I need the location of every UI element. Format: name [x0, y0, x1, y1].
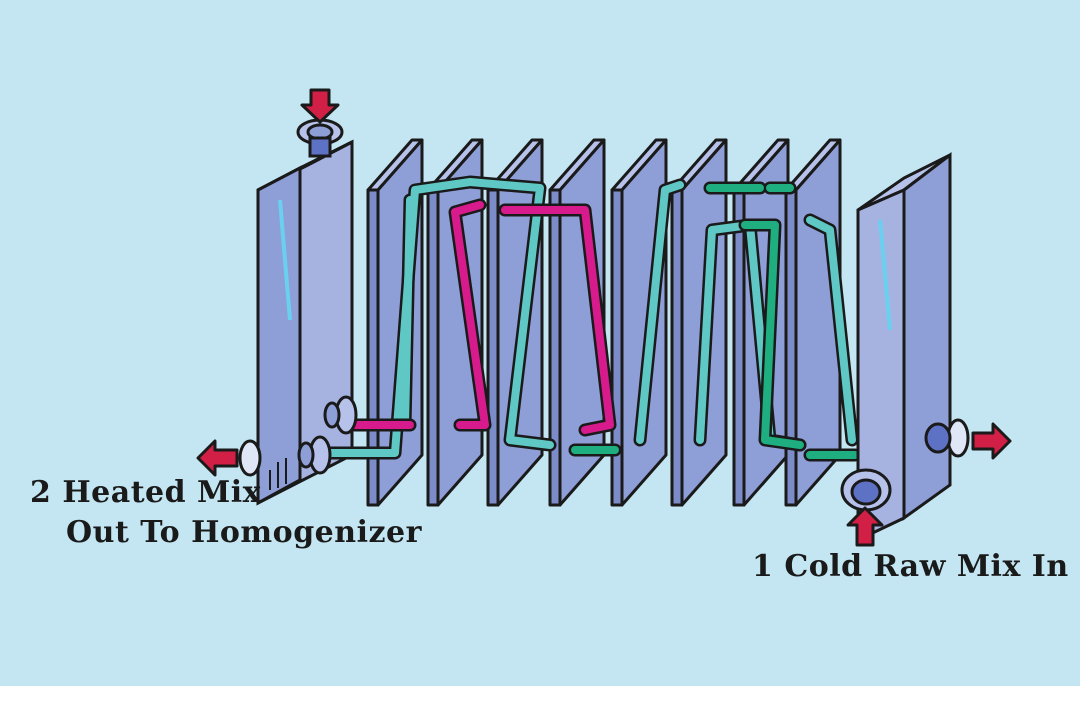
right-arrow-icon	[971, 422, 1012, 460]
outlet-label-line-2: Out To Homogenizer	[66, 515, 422, 550]
right-end-frame	[856, 151, 952, 543]
ports	[238, 118, 970, 512]
down-arrow-icon	[300, 88, 340, 124]
left-arrow-icon	[196, 439, 239, 477]
up-arrow-icon	[846, 506, 884, 547]
plate-6	[670, 138, 728, 507]
flow-pipes	[323, 175, 862, 462]
outlet-label-line-1: 2 Heated Mix	[30, 475, 262, 510]
plate-2	[426, 138, 484, 507]
inlet-label: 1 Cold Raw Mix In	[752, 549, 1069, 584]
